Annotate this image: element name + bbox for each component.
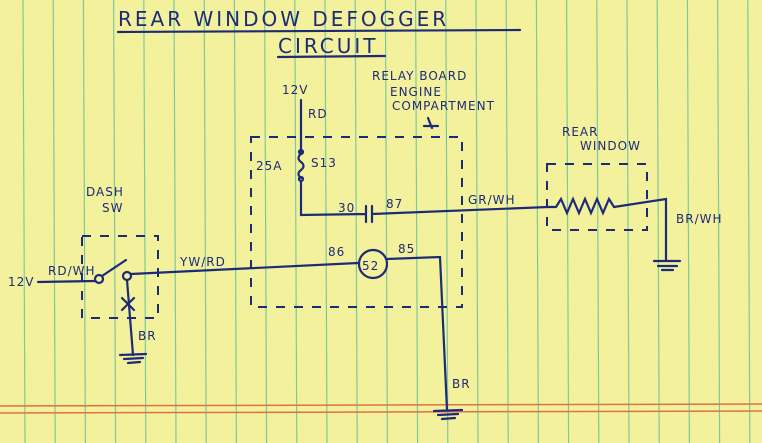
switch-terminal xyxy=(121,270,133,282)
paper-rule-line xyxy=(113,0,117,443)
pin-30: 30 xyxy=(338,201,355,215)
relay-coil xyxy=(357,248,389,280)
fuse-rating: 25A xyxy=(256,159,282,173)
dash-switch-label: SW xyxy=(102,201,123,215)
wire-label-br-wh: BR/WH xyxy=(676,212,723,226)
paper-rule-line xyxy=(415,0,419,443)
pin-87: 87 xyxy=(386,197,403,211)
heater-element-icon xyxy=(546,196,668,262)
paper-rule-line xyxy=(505,0,509,443)
margin-line xyxy=(0,403,762,407)
switch-lever[interactable] xyxy=(100,258,128,278)
paper-rule-line xyxy=(384,0,388,443)
paper-rule-line xyxy=(656,0,660,443)
pin-86: 86 xyxy=(328,245,345,259)
title-underline xyxy=(276,54,387,59)
paper-rule-line xyxy=(686,0,691,443)
paper-rule-line xyxy=(535,0,540,443)
fuse-icon xyxy=(297,152,305,180)
ground-icon xyxy=(118,352,148,365)
paper-rule-line xyxy=(82,0,86,443)
wire-label-gr-wh: GR/WH xyxy=(468,193,516,207)
wire-label-yw-rd: YW/RD xyxy=(179,255,226,269)
paper-rule-line xyxy=(716,0,721,443)
paper-rule-line xyxy=(203,0,207,443)
paper-rule-line xyxy=(596,0,600,443)
wire xyxy=(385,255,449,412)
switch-terminal xyxy=(93,273,105,285)
ground-icon xyxy=(652,259,682,272)
paper-rule-lines xyxy=(22,0,751,443)
relay-board-label: COMPARTMENT xyxy=(392,99,495,113)
paper-rule-line xyxy=(173,0,177,443)
rear-window-box xyxy=(546,163,648,231)
wire-label-rd: RD xyxy=(308,107,328,121)
paper-rule-line xyxy=(445,0,449,443)
title-underline xyxy=(116,28,522,34)
wire-label-rd-wh: RD/WH xyxy=(48,264,96,278)
paper-rule-line xyxy=(565,0,570,443)
ground-label-relay: BR xyxy=(452,377,471,391)
paper-rule-line xyxy=(294,0,298,443)
fuse-id: S13 xyxy=(311,156,337,170)
paper-rule-line xyxy=(52,0,56,443)
paper-rule-line xyxy=(747,0,751,443)
ground-icon xyxy=(432,408,464,421)
paper-rule-line xyxy=(22,0,26,443)
paper-rule-line xyxy=(626,0,630,443)
title-line1: REAR WINDOW DEFOGGER xyxy=(118,7,449,31)
fuse-terminal xyxy=(297,148,305,156)
relay-board-label: RELAY BOARD xyxy=(372,69,467,83)
margin-line xyxy=(0,410,762,414)
wire-yw-rd xyxy=(129,261,360,276)
dash-switch-box xyxy=(81,235,159,319)
paper-rule-line xyxy=(324,0,328,443)
relay-board-box xyxy=(250,136,463,308)
relay-contact-wire xyxy=(299,179,550,224)
paper-rule-line xyxy=(475,0,479,443)
rear-window-label: REAR xyxy=(562,125,598,139)
switch-lamp-icon xyxy=(120,278,136,357)
relay-board-label: ENGINE xyxy=(390,85,442,99)
power-label-left: 12V xyxy=(8,275,34,289)
ground-label-switch: BR xyxy=(138,329,157,343)
rear-window-label: WINDOW xyxy=(580,139,641,153)
paper-rule-line xyxy=(264,0,268,443)
title-line2: CIRCUIT xyxy=(278,34,378,58)
wire xyxy=(36,279,97,284)
pin-85: 85 xyxy=(398,242,415,256)
paper-rule-line xyxy=(354,0,358,443)
dash-switch-label: DASH xyxy=(86,185,124,199)
relay-id: 52 xyxy=(362,259,379,273)
paper-rule-line xyxy=(143,0,147,443)
paper-rule-line xyxy=(233,0,237,443)
arrow-icon xyxy=(422,116,440,130)
power-label-top: 12V xyxy=(282,83,308,97)
